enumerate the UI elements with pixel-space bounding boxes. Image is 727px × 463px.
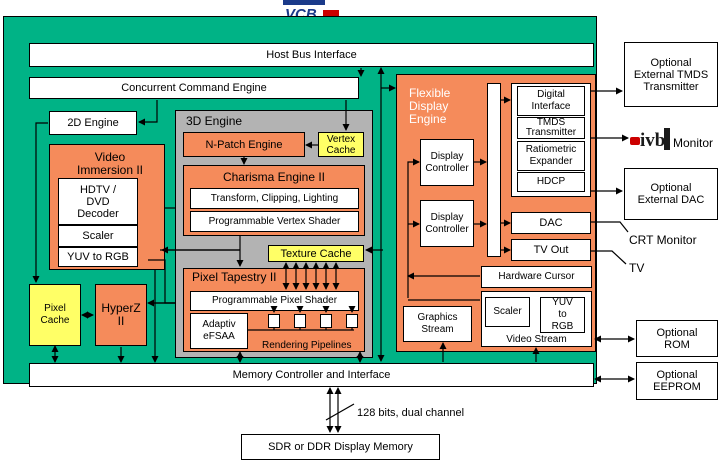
flexible-display-engine-label: Flexible Display Engine (409, 86, 451, 126)
optional-external-dac: Optional External DAC (624, 168, 718, 220)
npatch-engine: N-Patch Engine (183, 132, 305, 157)
video-stream-label: Video Stream (506, 334, 567, 345)
render-pipe-3 (320, 314, 332, 328)
render-pipe-1 (268, 314, 280, 328)
rendering-pipelines-label: Rendering Pipelines (262, 340, 352, 351)
hdtv-dvd-decoder: HDTV / DVD Decoder (58, 178, 138, 225)
vi-scaler: Scaler (58, 225, 138, 247)
adaptiv-efsaa: Adaptiv eFSAA (190, 313, 248, 349)
render-pipe-2 (294, 314, 306, 328)
tmds-transmitter: TMDS Transmitter (517, 117, 585, 139)
texture-cache: Texture Cache (268, 245, 364, 262)
2d-engine: 2D Engine (49, 111, 137, 135)
vertex-cache: Vertex Cache (318, 132, 364, 157)
ratiometric-expander: Ratiometric Expander (517, 141, 585, 171)
host-bus-interface: Host Bus Interface (29, 43, 594, 67)
memory-controller: Memory Controller and Interface (29, 363, 594, 387)
svg-text:ivb: ivb (640, 130, 665, 151)
optional-eeprom: Optional EEPROM (636, 362, 718, 400)
pixel-cache: Pixel Cache (29, 284, 81, 346)
hyperz: HyperZ II (95, 284, 147, 346)
vi-yuv-to-rgb: YUV to RGB (58, 247, 138, 267)
display-mux-bar (487, 83, 501, 257)
hardware-cursor: Hardware Cursor (481, 266, 592, 288)
monitor-label: Monitor (673, 136, 714, 150)
bus-width-label: 128 bits, dual channel (357, 407, 465, 419)
optional-rom: Optional ROM (636, 320, 718, 357)
concurrent-command-engine: Concurrent Command Engine (29, 77, 359, 99)
graphics-stream: Graphics Stream (403, 306, 472, 342)
vs-scaler: Scaler (485, 297, 530, 327)
render-pipe-4 (346, 314, 358, 328)
display-controller-2: Display Controller (420, 200, 474, 247)
vs-yuv-to-rgb: YUV to RGB (540, 297, 585, 333)
video-immersion-label: Video Immersion II (76, 150, 143, 177)
pixel-tapestry-label: Pixel Tapestry II (192, 270, 277, 284)
tv-label: TV (629, 261, 645, 275)
transform-clipping-lighting: Transform, Clipping, Lighting (190, 188, 359, 209)
dac: DAC (511, 212, 591, 234)
charisma-engine-label: Charisma Engine II (222, 170, 326, 184)
display-controller-1: Display Controller (420, 139, 474, 186)
tv-out: TV Out (511, 239, 591, 261)
hdcp: HDCP (517, 172, 585, 192)
ivb-logo: ivb (630, 128, 672, 152)
digital-interface: Digital Interface (517, 86, 585, 116)
3d-engine-label: 3D Engine (186, 114, 243, 128)
programmable-vertex-shader: Programmable Vertex Shader (190, 211, 359, 232)
optional-external-tmds: Optional External TMDS Transmitter (624, 42, 718, 107)
crt-monitor-label: CRT Monitor (629, 233, 697, 247)
display-memory: SDR or DDR Display Memory (241, 434, 440, 460)
